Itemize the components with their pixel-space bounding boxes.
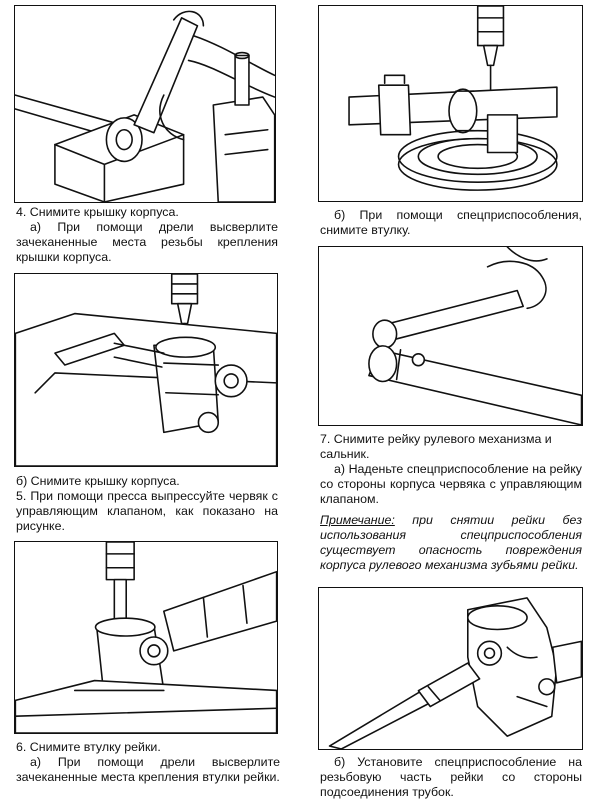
step-5-text: 5. При помощи пресса выпрессуйте червяк … [16,489,278,533]
step-6-text: 6. Снимите втулку рейки. а) При помощи д… [16,740,280,785]
step-4-title: 4. Снимите крышку корпуса. [16,205,179,219]
step-7a-text: а) Наденьте спецприспособление на рейку … [320,462,582,506]
step-7b-text: б) Установите спецприспособление на резь… [320,755,582,800]
note-paragraph: Примечание: при снятии рейки без использ… [320,513,582,573]
note-label: Примечание: [320,513,395,527]
illustration-press-worm [14,541,278,734]
step-6-title: 6. Снимите втулку рейки. [16,740,161,754]
step-4b-text: б) Снимите крышку корпуса. [16,474,180,488]
illustration-cover-removal [14,273,278,467]
step-7b-body: б) Установите спецприспособление на резь… [320,755,582,799]
illustration-cover-drilling [14,5,276,203]
note-text: при снятии рейки без использования спецп… [320,513,582,572]
step-4b-5-text: б) Снимите крышку корпуса. 5. При помощи… [16,474,278,534]
step-6a-text: а) При помощи дрели высверлите зачеканен… [16,755,280,784]
step-4-text: 4. Снимите крышку корпуса. а) При помощи… [16,205,278,265]
step-7-text: 7. Снимите рейку рулевого механизма и са… [320,432,582,573]
step-7-title: 7. Снимите рейку рулевого механизма и са… [320,432,552,461]
illustration-bushing-removal [318,246,583,426]
step-6b-body: б) При помощи спецприспособления, снимит… [320,208,582,237]
step-4a-text: а) При помощи дрели высверлите зачеканен… [16,220,278,264]
illustration-bushing-drilling [318,5,583,202]
step-6b-text: б) При помощи спецприспособления, снимит… [320,208,582,238]
illustration-tool-install [318,587,583,750]
